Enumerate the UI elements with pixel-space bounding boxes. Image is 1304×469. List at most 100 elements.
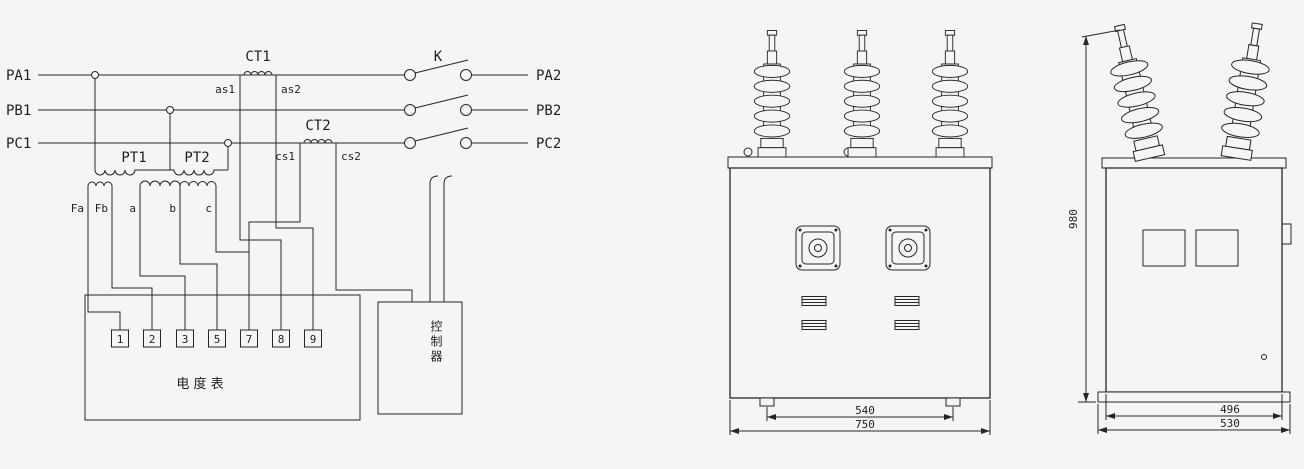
label-cs1: cs1 — [275, 150, 295, 163]
side-base — [1097, 391, 1291, 403]
label-as2: as2 — [281, 83, 301, 96]
bushing-insulator — [843, 30, 881, 158]
nameplate-strip — [894, 296, 920, 306]
lifting-lug — [743, 147, 753, 157]
dim-value: 750 — [855, 418, 875, 431]
front-lid — [727, 156, 993, 169]
bushing-insulator — [931, 30, 969, 158]
dimension-496: 496 — [1105, 394, 1283, 420]
side-lid — [1101, 157, 1287, 169]
controller-leads — [429, 175, 453, 302]
mounting-foot — [759, 397, 775, 407]
switch-contact — [404, 137, 416, 149]
terminal-square — [240, 329, 258, 348]
tap-junction-a — [91, 71, 99, 79]
dim-extension-lines — [1097, 404, 1291, 434]
secondary-terminal-box — [795, 225, 841, 271]
energy-meter-box: 1 2 3 5 7 8 9 电 度 表 — [84, 294, 361, 421]
terminal-square — [111, 329, 129, 348]
label-pt1: PT1 — [121, 150, 146, 166]
side-bracket — [1282, 223, 1292, 245]
label-pb2: PB2 — [536, 103, 561, 119]
mounting-foot — [945, 397, 961, 407]
label-a: a — [129, 202, 136, 215]
terminal-square — [143, 329, 161, 348]
controller-outline — [377, 301, 463, 415]
switch-contact — [460, 104, 472, 116]
tap-junction-b — [166, 106, 174, 114]
switch-k: K — [404, 49, 472, 149]
bushing-insulator — [1216, 20, 1277, 162]
dim-value: 540 — [855, 404, 875, 417]
dim-extension-lines — [729, 400, 991, 435]
ct-secondary-wires — [239, 75, 413, 330]
side-tank — [1105, 167, 1283, 393]
label-ct1: CT1 — [245, 49, 270, 65]
label-fa: Fa — [71, 202, 84, 215]
label-pc1: PC1 — [6, 136, 31, 152]
label-ct2: CT2 — [305, 118, 330, 134]
switch-contact — [404, 69, 416, 81]
wiring-diagram: PA1 PB1 PC1 PA2 PB2 PC2 CT1 CT2 as1 as2 … — [6, 49, 561, 421]
terminal-number: 2 — [149, 333, 156, 346]
dimension-750: 750 — [729, 400, 991, 435]
label-pa1: PA1 — [6, 68, 31, 84]
nameplate-strip — [801, 320, 827, 330]
meter-label: 电 度 表 — [176, 376, 223, 392]
terminal-square — [208, 329, 226, 348]
dimension-540: 540 — [766, 404, 954, 421]
label-pa2: PA2 — [536, 68, 561, 84]
switch-contact — [404, 104, 416, 116]
label-fb: Fb — [95, 202, 108, 215]
label-k: K — [434, 49, 443, 65]
terminal-square — [176, 329, 194, 348]
ct2-coil — [303, 139, 333, 144]
label-as1: as1 — [215, 83, 235, 96]
terminal-number: 3 — [182, 333, 189, 346]
bushing-insulator — [753, 30, 791, 158]
label-cs2: cs2 — [341, 150, 361, 163]
terminal-number: 9 — [310, 333, 317, 346]
pt-primary-taps — [94, 78, 229, 170]
dim-value: 980 — [1067, 209, 1080, 229]
front-view: 540 750 — [727, 30, 993, 435]
terminal-number: 7 — [246, 333, 253, 346]
side-panel-window — [1142, 229, 1186, 267]
dimension-980: 980 — [1067, 29, 1121, 403]
dim-value: 530 — [1220, 417, 1240, 430]
label-pc2: PC2 — [536, 136, 561, 152]
side-view: 980 496 530 — [1067, 20, 1292, 434]
drain-valve — [1261, 354, 1267, 360]
label-c: c — [205, 202, 212, 215]
front-tank — [729, 167, 991, 399]
side-panel-window — [1195, 229, 1239, 267]
pt-transformers: PT1 PT2 Fa Fb a b c — [71, 78, 229, 215]
dim-extension-lines — [766, 407, 954, 421]
label-pt2: PT2 — [184, 150, 209, 166]
nameplate-strip — [894, 320, 920, 330]
tap-junction-c — [224, 139, 232, 147]
pt-primary-coils — [94, 169, 228, 176]
pt-secondary-wires — [87, 186, 250, 330]
switch-contact — [460, 137, 472, 149]
ct1-coil — [243, 71, 273, 76]
terminal-number: 8 — [278, 333, 285, 346]
meter-outline — [84, 294, 361, 421]
label-pb1: PB1 — [6, 103, 31, 119]
terminal-block: 1 2 3 5 7 8 9 — [111, 329, 322, 348]
terminal-number: 1 — [117, 333, 124, 346]
pt-secondary-coils — [87, 180, 217, 187]
switch-blades — [414, 59, 469, 142]
terminal-square — [304, 329, 322, 348]
controller-label: 控制器 — [429, 320, 443, 365]
controller-box: 控制器 — [377, 301, 463, 415]
bushing-insulator — [1100, 20, 1170, 163]
dim-extension-lines — [1105, 394, 1283, 420]
dim-extension-lines — [1078, 29, 1121, 403]
nameplate-strip — [801, 296, 827, 306]
label-b: b — [169, 202, 176, 215]
secondary-terminal-box — [885, 225, 931, 271]
terminal-number: 5 — [214, 333, 221, 346]
